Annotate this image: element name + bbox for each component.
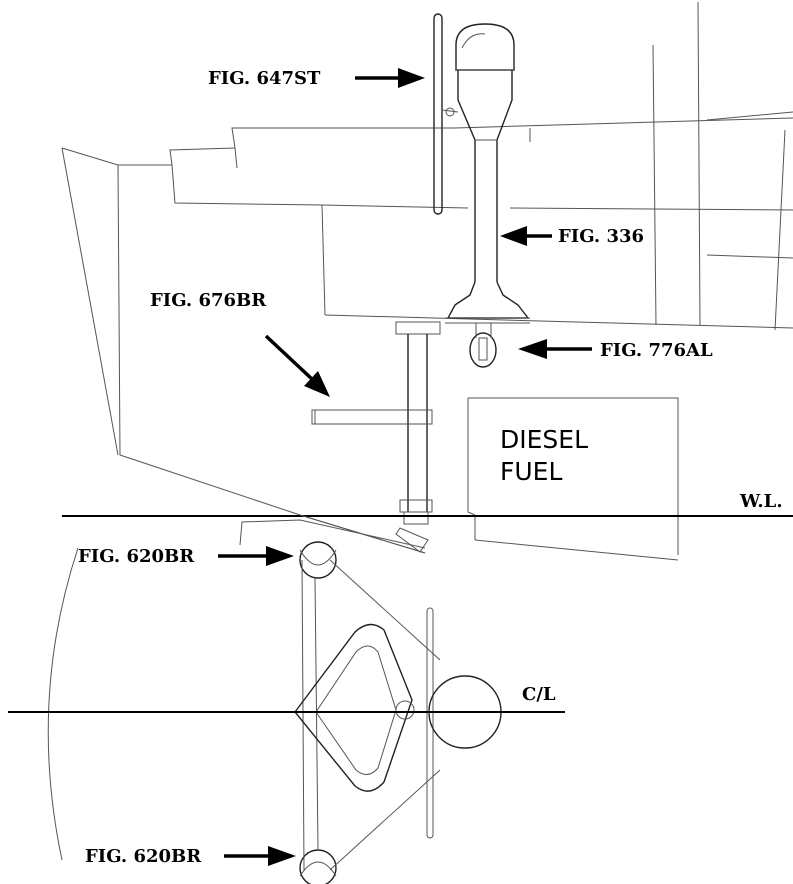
plan-view bbox=[47, 541, 502, 884]
centerline-label: C/L bbox=[522, 684, 556, 705]
tank-label-diesel: DIESEL bbox=[500, 425, 588, 454]
mount-guide-776al bbox=[469, 323, 497, 368]
flag-staff bbox=[433, 13, 459, 215]
arrow-fig-676br bbox=[264, 334, 330, 397]
label-fig-776al: FIG. 776AL bbox=[600, 340, 713, 361]
label-fig-676br: FIG. 676BR bbox=[150, 290, 267, 311]
label-fig-647st: FIG. 647ST bbox=[208, 68, 321, 89]
arrow-fig-776al bbox=[518, 339, 592, 359]
arrow-fig-336 bbox=[500, 226, 552, 246]
arrow-fig-647st bbox=[355, 68, 425, 88]
tank-label-fuel: FUEL bbox=[500, 457, 562, 486]
label-fig-620br-top: FIG. 620BR bbox=[78, 546, 195, 567]
arrow-fig-620br-top bbox=[218, 546, 294, 566]
hull-profile bbox=[61, 1, 793, 561]
stern-fitting bbox=[239, 514, 426, 554]
waterline-label: W.L. bbox=[739, 491, 783, 512]
label-fig-336: FIG. 336 bbox=[558, 226, 644, 247]
arrow-fig-620br-bottom bbox=[224, 846, 296, 866]
label-fig-620br-bottom: FIG. 620BR bbox=[85, 846, 202, 867]
anchor-light-pole bbox=[445, 23, 530, 324]
shaft-bracket-676br bbox=[311, 321, 441, 553]
